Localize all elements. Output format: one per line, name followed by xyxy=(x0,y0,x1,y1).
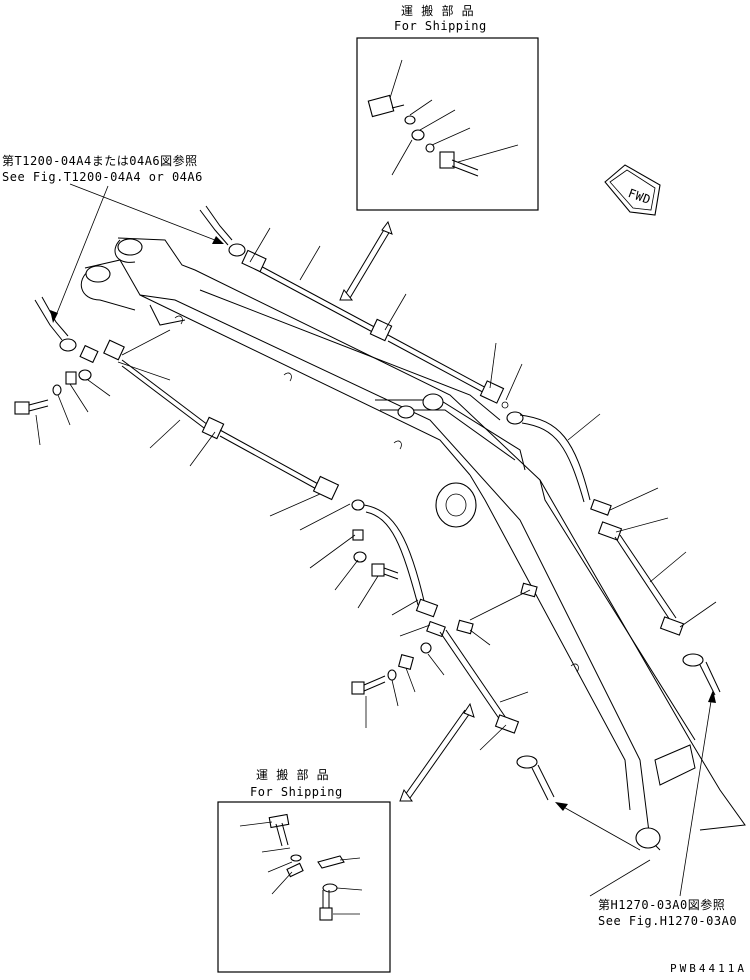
shipping-top-en: For Shipping xyxy=(394,19,487,33)
shipping-top-jp: 運 搬 部 品 xyxy=(401,4,475,18)
lower-hose xyxy=(34,296,555,801)
shipping-arrow-bottom xyxy=(399,702,475,802)
fwd-arrow xyxy=(604,164,661,216)
ref-right-pointers xyxy=(555,690,716,897)
ref-left-pointers xyxy=(50,183,224,323)
shipping-box-top xyxy=(356,37,539,211)
shipping-parts-bottom xyxy=(239,813,363,921)
leader-lines xyxy=(35,227,717,751)
drawing-code: PWB4411A xyxy=(670,962,747,975)
shipping-arrow-top xyxy=(339,220,393,301)
ref-left-jp: 第T1200-04A4または04A6図参照 xyxy=(2,154,198,168)
ref-right-en: See Fig.H1270-03A0 xyxy=(598,914,738,928)
shipping-bottom-en: For Shipping xyxy=(250,785,343,799)
upper-hose xyxy=(199,205,721,696)
shipping-box-bottom xyxy=(217,801,391,973)
shipping-parts-top xyxy=(367,59,519,177)
fasteners-left xyxy=(14,369,432,695)
boom-body xyxy=(80,237,746,851)
ref-left-en: See Fig.T1200-04A4 or 04A6 xyxy=(2,170,203,184)
shipping-bottom-jp: 運 搬 部 品 xyxy=(256,768,330,782)
ref-right-jp: 第H1270-03A0図参照 xyxy=(598,898,726,912)
